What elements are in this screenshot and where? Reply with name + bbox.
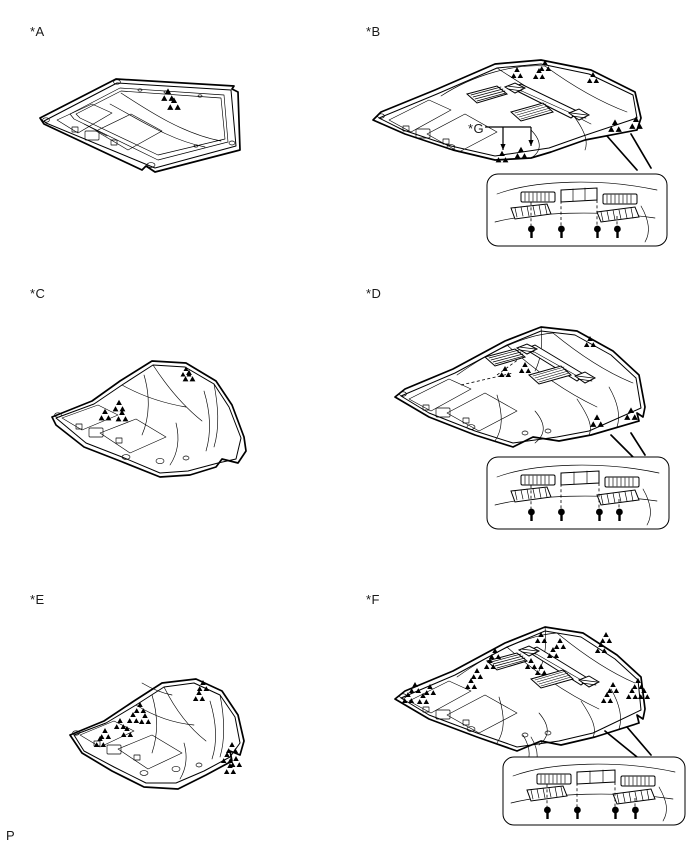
panel-d-label: *D: [366, 286, 382, 301]
headliner-body-c: [51, 360, 247, 478]
panel-c-illustration: [51, 360, 247, 478]
headliner-body-f: [394, 626, 646, 766]
panel-f-illustration: [394, 626, 686, 826]
clip-cluster-group-f: [401, 632, 651, 705]
headliner-body-d: [394, 326, 646, 448]
clip-cluster-group-c: [98, 366, 196, 422]
connector-icon: [510, 191, 640, 223]
clip-cluster-group-b: [495, 60, 643, 163]
panel-d-illustration: [394, 326, 670, 530]
headliner-body-b: [372, 59, 642, 161]
panel-f: *F: [345, 565, 691, 855]
panel-b-illustration: [372, 59, 668, 247]
vent-panel-icon: [465, 85, 555, 122]
page-marker: P: [6, 828, 15, 843]
clip-cluster-group-e: [93, 680, 243, 775]
callout-pointer-b: [606, 133, 652, 171]
panel-d: *D: [345, 275, 691, 565]
callout-box-f: [502, 756, 686, 826]
panel-b: *B: [345, 0, 691, 275]
callout-box-d: [486, 456, 670, 530]
clip-cluster-group-d: [498, 336, 638, 427]
connector-icon: [526, 773, 656, 805]
vent-panel-icon: [485, 652, 575, 689]
bolt-icon: [528, 225, 621, 238]
panel-a-label: *A: [30, 24, 45, 39]
panel-c-label: *C: [30, 286, 46, 301]
callout-pointer-d: [610, 432, 646, 458]
callout-pointer-f: [604, 726, 652, 758]
annotation-g-label: *G: [468, 121, 485, 136]
callout-box-b: [486, 173, 668, 247]
airbag-rail-icon: [503, 82, 591, 121]
connector-icon: [510, 474, 640, 506]
panel-e-label: *E: [30, 592, 45, 607]
bolt-icon: [528, 508, 623, 521]
clip-cluster-icon: [161, 88, 181, 110]
headliner-body-e: [69, 678, 245, 790]
panel-e-illustration: [69, 678, 245, 790]
panel-c: *C: [0, 275, 345, 565]
panel-a: *A: [0, 0, 345, 275]
annotation-g-leader: [485, 126, 534, 150]
panel-a-illustration: [39, 78, 241, 173]
bolt-icon: [544, 806, 639, 819]
headliner-body-a: [39, 78, 241, 173]
panel-b-label: *B: [366, 24, 381, 39]
panel-e: *E: [0, 565, 345, 855]
vent-panel-icon: [483, 348, 573, 385]
panel-f-label: *F: [366, 592, 380, 607]
